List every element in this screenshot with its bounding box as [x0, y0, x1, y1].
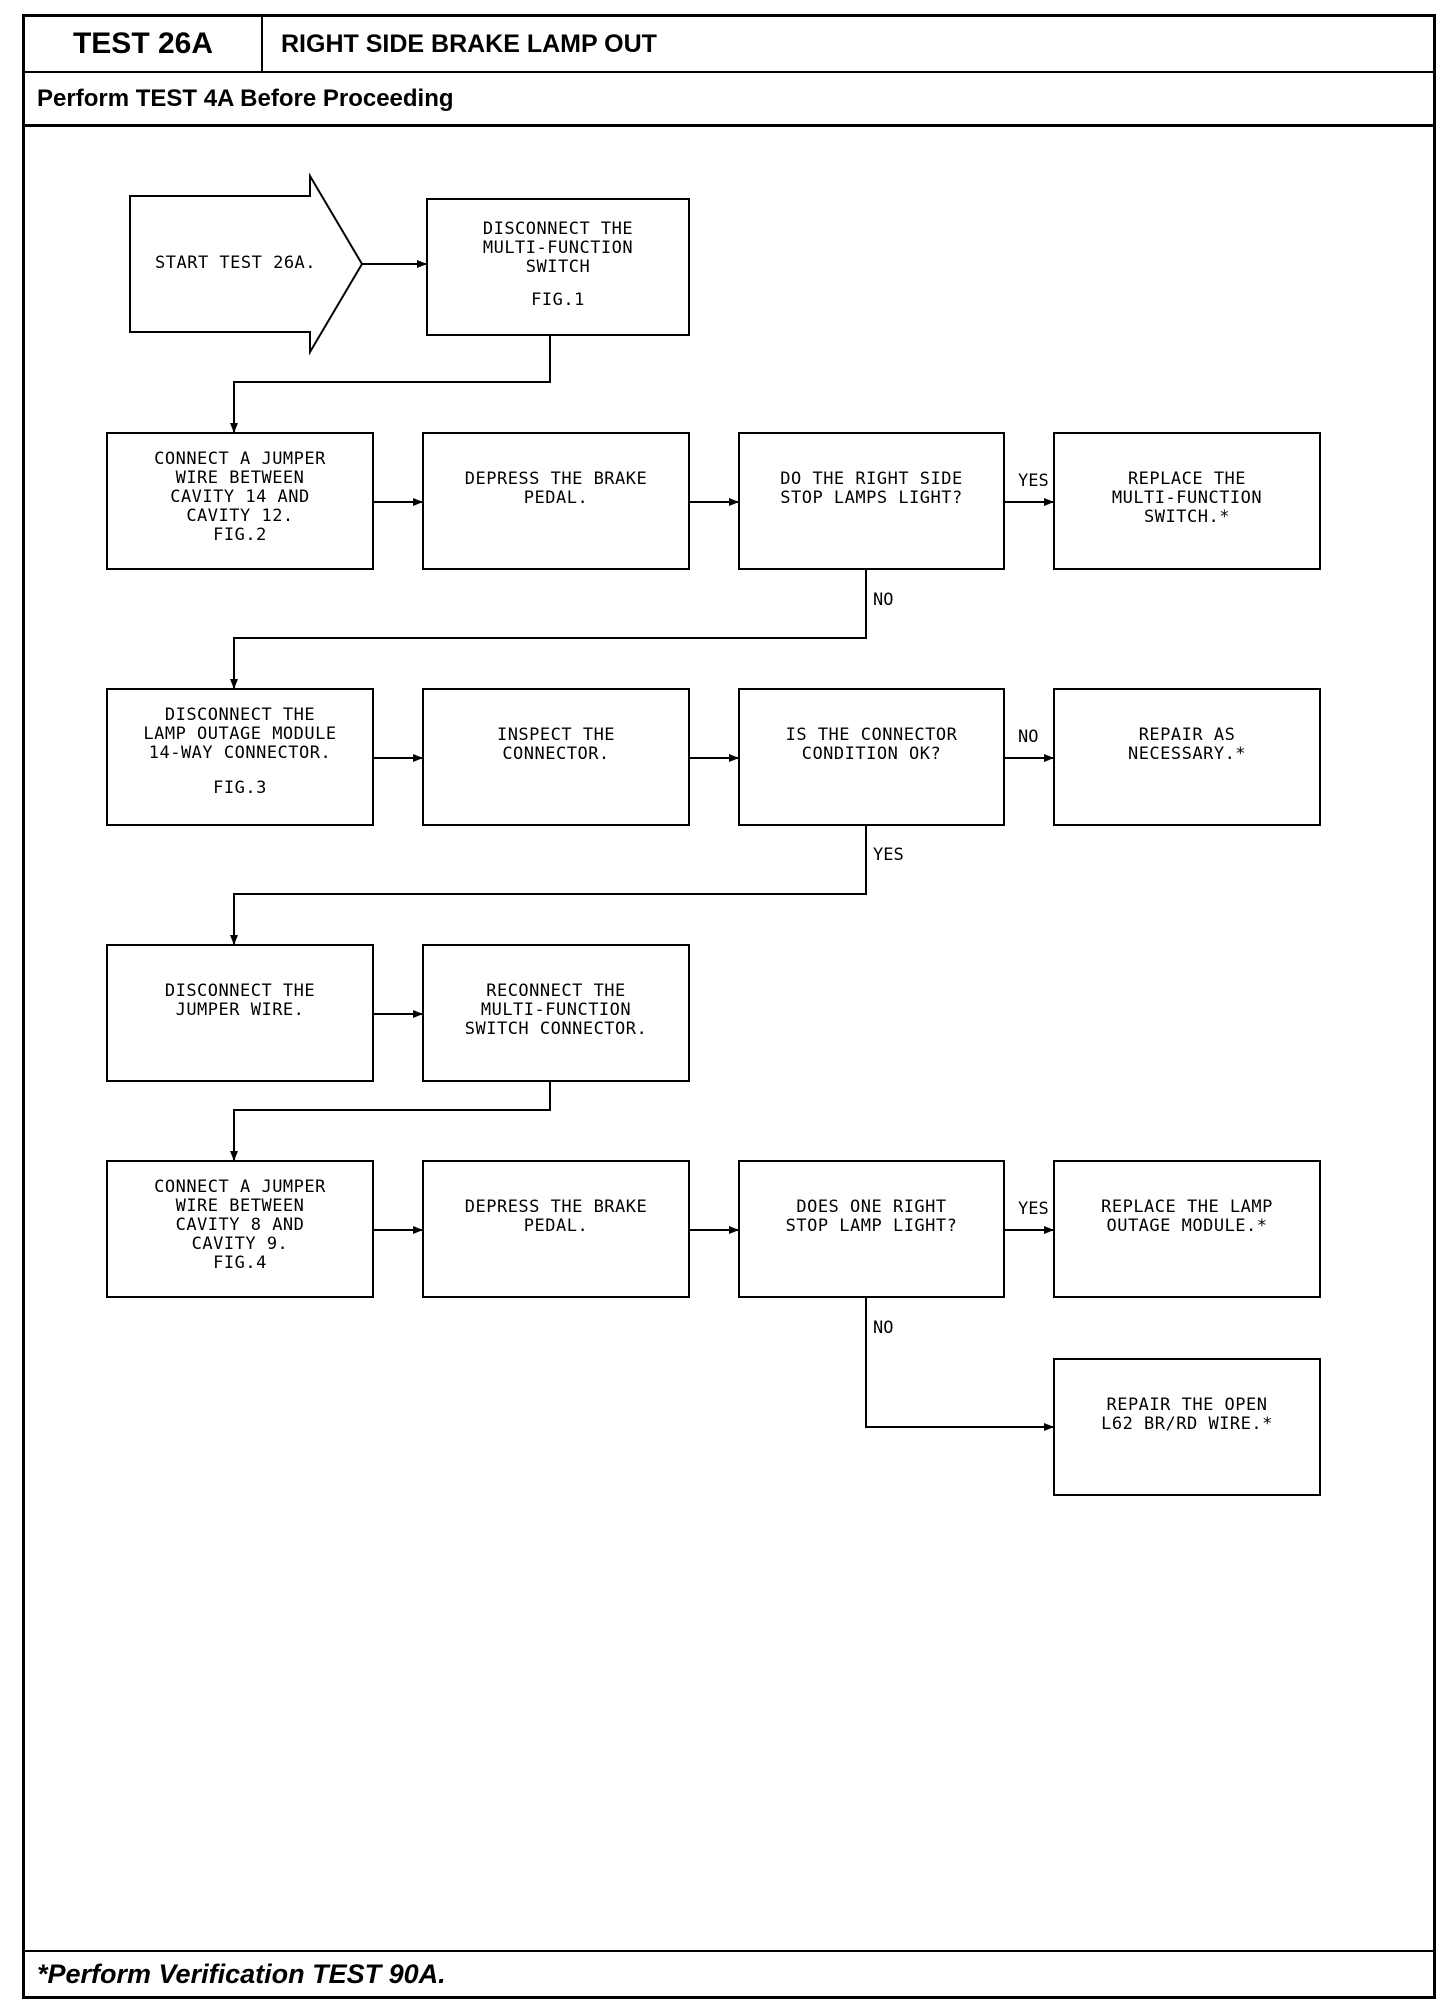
decision-one-right-lamp: DOES ONE RIGHT STOP LAMP LIGHT?: [738, 1160, 1005, 1298]
step-text: REPLACE THE MULTI-FUNCTION SWITCH.*: [1111, 469, 1263, 527]
footer-note: *Perform Verification TEST 90A.: [37, 1958, 446, 1989]
page-frame: TEST 26A RIGHT SIDE BRAKE LAMP OUT Perfo…: [22, 14, 1436, 1999]
start-arrow-shape: [129, 172, 364, 356]
result-repair-as-necessary: REPAIR AS NECESSARY.*: [1053, 688, 1321, 826]
test-title: RIGHT SIDE BRAKE LAMP OUT: [263, 17, 1433, 73]
step-reconnect-mfs: RECONNECT THE MULTI-FUNCTION SWITCH CONN…: [422, 944, 690, 1082]
step-disconnect-jumper: DISCONNECT THE JUMPER WIRE.: [106, 944, 374, 1082]
figure-ref: FIG.1: [531, 290, 585, 310]
prerequisite-note: Perform TEST 4A Before Proceeding: [25, 73, 1433, 127]
step-inspect-connector: INSPECT THE CONNECTOR.: [422, 688, 690, 826]
branch-yes-label: YES: [1018, 471, 1049, 491]
decision-connector-ok: IS THE CONNECTOR CONDITION OK?: [738, 688, 1005, 826]
result-replace-lom: REPLACE THE LAMP OUTAGE MODULE.*: [1053, 1160, 1321, 1298]
step-text: DEPRESS THE BRAKE PEDAL.: [464, 469, 648, 508]
decision-right-stop-lamps: DO THE RIGHT SIDE STOP LAMPS LIGHT?: [738, 432, 1005, 570]
step-text: CONNECT A JUMPER WIRE BETWEEN CAVITY 14 …: [154, 449, 326, 545]
step-text: REPLACE THE LAMP OUTAGE MODULE.*: [1101, 1197, 1273, 1236]
step-disconnect-lom: DISCONNECT THE LAMP OUTAGE MODULE 14-WAY…: [106, 688, 374, 826]
step-text: REPAIR AS NECESSARY.*: [1127, 725, 1247, 764]
branch-no-label: NO: [873, 590, 894, 610]
step-text: IS THE CONNECTOR CONDITION OK?: [785, 725, 958, 764]
step-text: INSPECT THE CONNECTOR.: [496, 725, 616, 764]
step-disconnect-mfs: DISCONNECT THE MULTI-FUNCTION SWITCH FIG…: [426, 198, 690, 336]
branch-yes-label: YES: [873, 845, 904, 865]
figure-ref: FIG.3: [213, 778, 267, 798]
step-text: DISCONNECT THE JUMPER WIRE.: [164, 981, 316, 1020]
step-text: CONNECT A JUMPER WIRE BETWEEN CAVITY 8 A…: [154, 1177, 326, 1273]
result-replace-mfs: REPLACE THE MULTI-FUNCTION SWITCH.*: [1053, 432, 1321, 570]
step-text: DOES ONE RIGHT STOP LAMP LIGHT?: [785, 1197, 958, 1236]
step-connect-jumper-14-12: CONNECT A JUMPER WIRE BETWEEN CAVITY 14 …: [106, 432, 374, 570]
step-depress-pedal-2: DEPRESS THE BRAKE PEDAL.: [422, 1160, 690, 1298]
step-text: DO THE RIGHT SIDE STOP LAMPS LIGHT?: [780, 469, 963, 508]
result-repair-open-wire: REPAIR THE OPEN L62 BR/RD WIRE.*: [1053, 1358, 1321, 1496]
test-id: TEST 26A: [25, 17, 263, 73]
step-connect-jumper-8-9: CONNECT A JUMPER WIRE BETWEEN CAVITY 8 A…: [106, 1160, 374, 1298]
step-text: RECONNECT THE MULTI-FUNCTION SWITCH CONN…: [464, 981, 648, 1039]
branch-yes-label: YES: [1018, 1199, 1049, 1219]
step-text: DISCONNECT THE MULTI-FUNCTION SWITCH: [482, 219, 634, 277]
footer-divider: [25, 1950, 1433, 1952]
start-label: START TEST 26A.: [155, 253, 317, 273]
branch-no-label: NO: [873, 1318, 894, 1338]
step-text: DISCONNECT THE LAMP OUTAGE MODULE 14-WAY…: [143, 705, 337, 763]
step-depress-pedal-1: DEPRESS THE BRAKE PEDAL.: [422, 432, 690, 570]
step-text: REPAIR THE OPEN L62 BR/RD WIRE.*: [1101, 1395, 1273, 1434]
branch-no-label: NO: [1018, 727, 1039, 747]
step-text: DEPRESS THE BRAKE PEDAL.: [464, 1197, 648, 1236]
